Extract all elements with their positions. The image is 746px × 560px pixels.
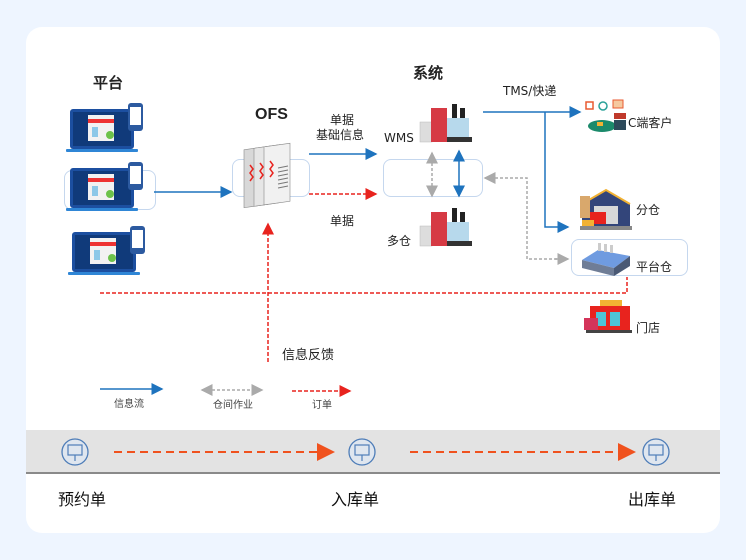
step-outbound-label: 出库单	[628, 490, 677, 509]
store-label: 门店	[636, 321, 661, 335]
c-customer-label: C端客户	[628, 116, 673, 130]
legend-warehouse-op-label: 仓间作业	[213, 400, 253, 411]
ofs-documents-icon	[243, 142, 291, 209]
wms-factory-icon	[419, 104, 472, 143]
platform-device-3	[68, 226, 145, 275]
legend-info-flow-label: 信息流	[114, 399, 144, 410]
system-title: 系统	[413, 64, 444, 82]
legend-order-label: 订单	[312, 400, 332, 411]
edge-label-basic-info: 基础信息	[316, 128, 365, 142]
wms-label: WMS	[384, 131, 414, 145]
timeline-band	[26, 430, 720, 474]
sub-warehouse-label: 分仓	[636, 203, 661, 217]
edge-label-tms: TMS/快递	[503, 84, 557, 98]
platform-warehouse-label: 平台仓	[636, 260, 673, 274]
multi-warehouse-factory-icon	[419, 208, 472, 247]
ofs-title: OFS	[255, 106, 288, 123]
flow-tms-to-sub-warehouse	[544, 112, 570, 233]
edge-label-feedback: 信息反馈	[282, 348, 335, 363]
store-icon	[584, 300, 632, 333]
platform-warehouse-icon	[582, 243, 630, 276]
step-inbound-label: 入库单	[331, 490, 380, 509]
flow-order-to-store	[100, 277, 628, 294]
step-reservation-label: 预约单	[58, 490, 107, 509]
platform-warehouse-box	[571, 239, 688, 276]
platform-device-2	[66, 162, 143, 211]
flow-warehouse-op-platform-warehouse	[483, 172, 567, 260]
platform-device-1	[66, 103, 143, 152]
c-customer-icon	[585, 99, 626, 132]
edge-label-doc-bottom: 单据	[330, 214, 355, 228]
sub-warehouse-icon	[580, 188, 632, 230]
multi-warehouse-label: 多仓	[387, 234, 412, 248]
edge-label-doc-top: 单据	[330, 113, 355, 127]
platform-title: 平台	[93, 74, 124, 92]
